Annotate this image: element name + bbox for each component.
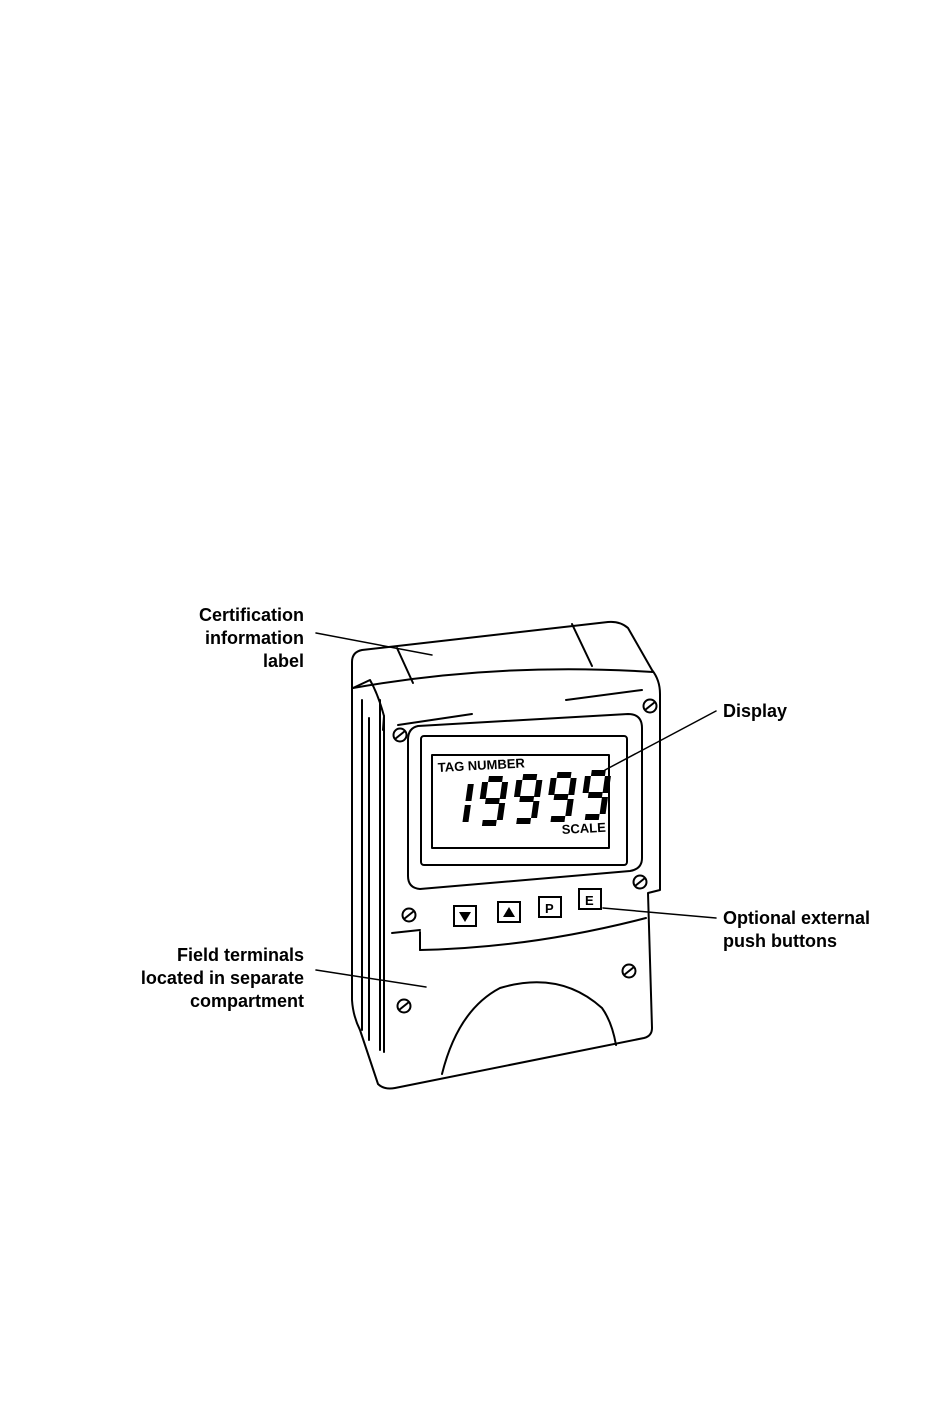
lcd-segment bbox=[480, 782, 488, 799]
lcd-segment bbox=[554, 794, 569, 800]
lcd-segment bbox=[591, 770, 606, 776]
p-button-label: P bbox=[545, 901, 554, 916]
lid-label-edge-left bbox=[397, 648, 413, 683]
field-terminals-leader bbox=[316, 970, 426, 987]
lcd-segment bbox=[516, 818, 531, 824]
push-buttons-leader bbox=[603, 908, 716, 918]
lcd-segment bbox=[488, 776, 503, 782]
lcd-segment bbox=[531, 801, 539, 818]
lcd-segment bbox=[568, 778, 576, 795]
lcd-segment bbox=[600, 797, 608, 814]
scale-label: SCALE bbox=[561, 820, 606, 837]
e-button-label: E bbox=[585, 893, 594, 908]
lcd-segment bbox=[482, 820, 497, 826]
lcd-segment bbox=[534, 780, 542, 797]
lcd-segment bbox=[565, 799, 573, 816]
button-row bbox=[454, 889, 601, 926]
housing-outline bbox=[352, 622, 660, 1089]
lcd-segment bbox=[588, 792, 603, 798]
lcd-segment bbox=[514, 780, 522, 797]
lcd-segment bbox=[548, 778, 556, 795]
lcd-segment bbox=[497, 803, 505, 820]
lcd-segment bbox=[550, 816, 565, 822]
lcd-segment bbox=[557, 772, 572, 778]
tag-number-label: TAG NUMBER bbox=[437, 755, 525, 775]
lid-front-edge bbox=[353, 669, 653, 688]
lid-label-edge-right bbox=[572, 624, 592, 666]
lcd-segment bbox=[519, 796, 534, 802]
lcd-reading bbox=[462, 770, 612, 826]
lcd-segment bbox=[485, 798, 500, 804]
lcd-segment bbox=[500, 782, 508, 799]
lcd-segment bbox=[583, 776, 591, 793]
lcd-segment bbox=[462, 805, 470, 822]
lcd-segment bbox=[585, 814, 600, 820]
lcd-segment bbox=[522, 774, 537, 780]
lcd-segment bbox=[465, 784, 473, 801]
